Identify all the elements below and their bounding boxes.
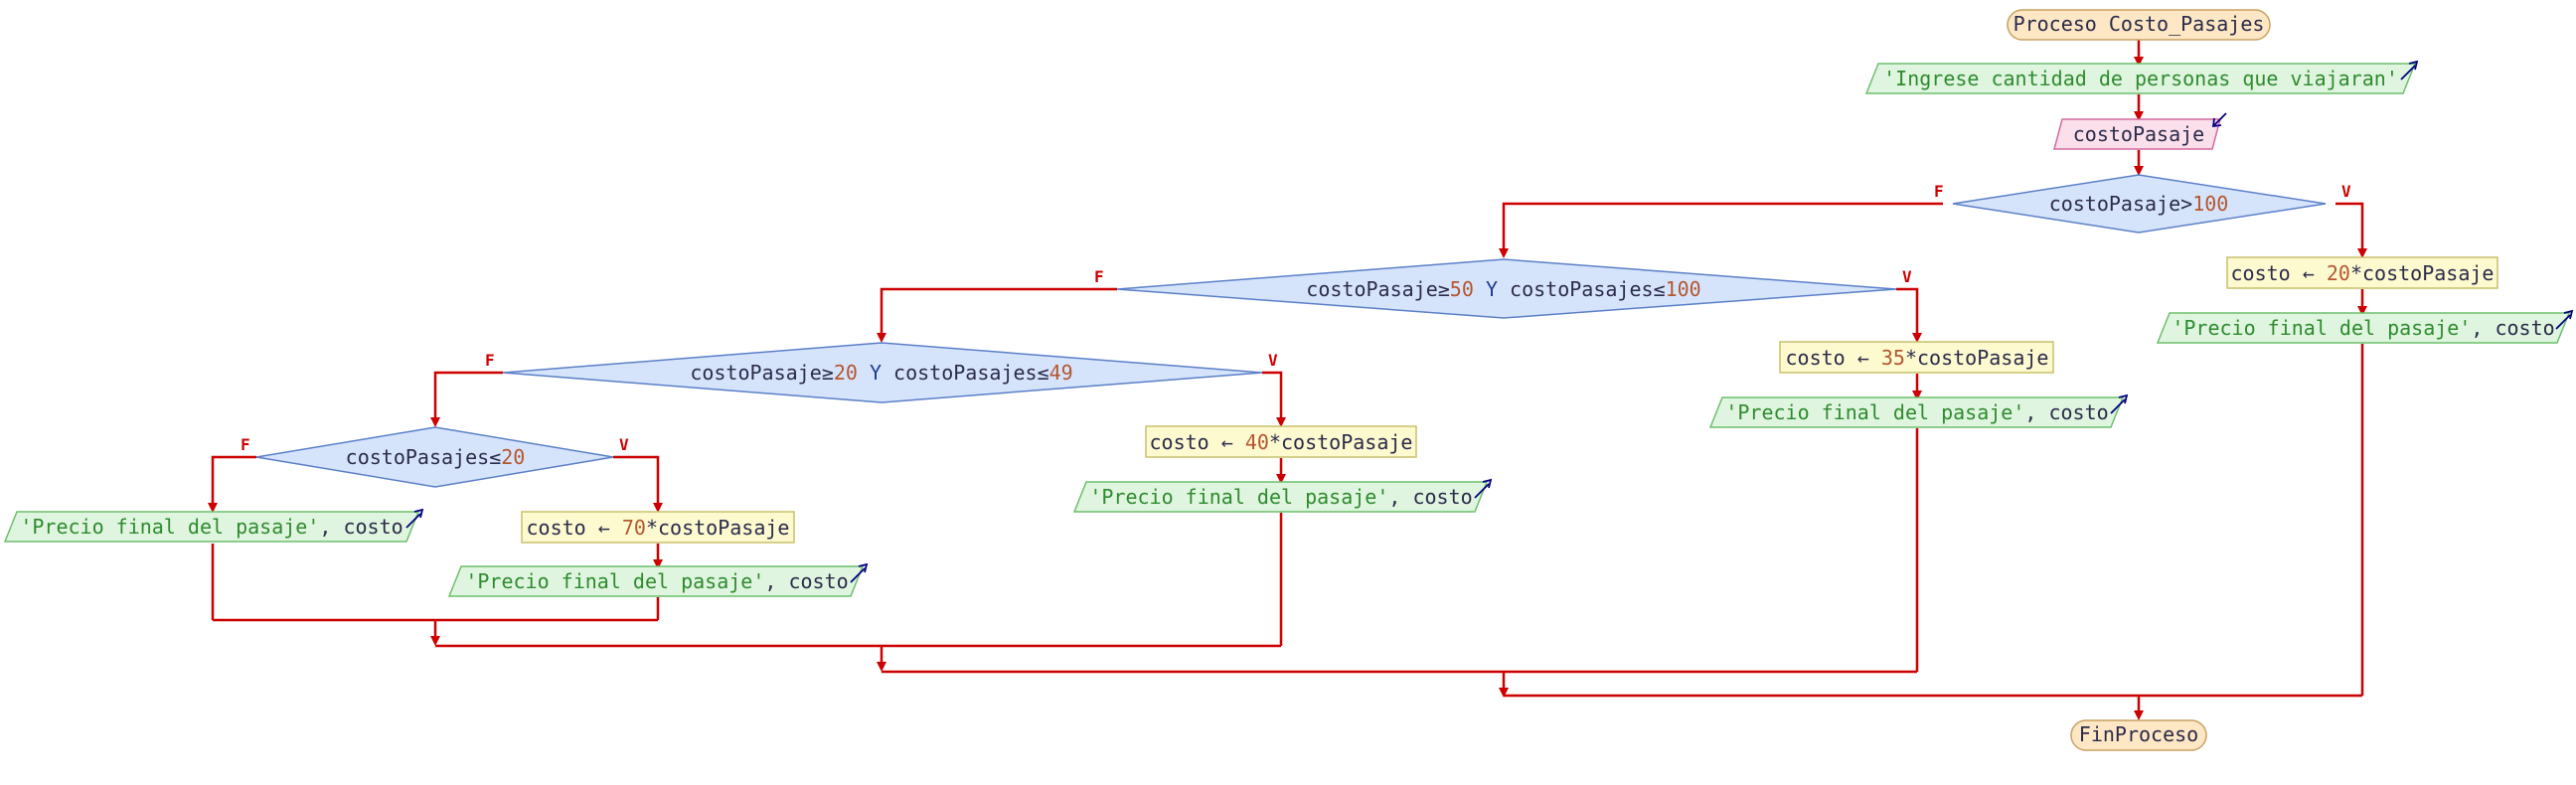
- start-terminal-shape: [2007, 9, 2271, 41]
- prompt-output-label: 'Ingrese cantidad de personas que viajar…: [1883, 67, 2398, 90]
- assign3: costo ← 40*costoPasaje: [1145, 425, 1417, 458]
- output-arrow-icon: [1474, 483, 1490, 499]
- decision2-true-label: V: [1902, 267, 1912, 286]
- output-arrow-head-icon: [2563, 309, 2574, 320]
- flow-lines: [208, 40, 2367, 720]
- flow-decision2-false: [877, 287, 1117, 343]
- decision1-shape: [1952, 174, 2327, 234]
- prompt-output-shape: [1864, 63, 2417, 94]
- output1-label: 'Precio final del pasaje', costo: [2172, 316, 2554, 340]
- assign4-shape: [521, 511, 795, 544]
- output2-shape: [1708, 396, 2125, 428]
- assign4: costo ← 70*costoPasaje: [521, 511, 795, 544]
- output2-label: 'Precio final del pasaje', costo: [1725, 400, 2108, 424]
- output-arrow-icon: [2400, 65, 2416, 80]
- flow-decision4-true: [613, 455, 663, 513]
- assign1-label: costo ← 20*costoPasaje: [2231, 261, 2495, 285]
- input-arrow-icon: [2213, 112, 2227, 126]
- flow-decision1-true: [2335, 202, 2367, 258]
- end-terminal-label: FinProceso: [2079, 722, 2198, 746]
- flow-decision4-false: [208, 455, 256, 513]
- end-terminal-shape: [2070, 719, 2207, 751]
- decision1-label: costoPasaje>100: [2049, 192, 2229, 216]
- output1: 'Precio final del pasaje', costo: [2156, 309, 2574, 344]
- output4-shape: [447, 565, 865, 597]
- output4-label: 'Precio final del pasaje', costo: [465, 569, 848, 593]
- assign2-label: costo ← 35*costoPasaje: [1786, 346, 2049, 370]
- decision1-true-label: V: [2341, 182, 2351, 201]
- flow-decision3-false: [430, 371, 503, 427]
- end-terminal: FinProceso: [2070, 719, 2207, 751]
- decision3-true-label: V: [1268, 351, 1278, 370]
- output5-shape: [3, 511, 420, 543]
- decision2: costoPasaje≥50 Y costoPasajes≤100 V F: [1094, 258, 1912, 319]
- output-arrow-icon: [2110, 398, 2126, 414]
- start-terminal-label: Proceso Costo_Pasajes: [2013, 12, 2265, 36]
- output-arrow-head-icon: [413, 508, 424, 519]
- decision3-false-label: F: [485, 351, 495, 370]
- decision4-label: costoPasajes≤20: [346, 445, 526, 469]
- assign1-shape: [2226, 256, 2498, 289]
- assign3-shape: [1145, 425, 1417, 458]
- assign3-label: costo ← 40*costoPasaje: [1150, 430, 1413, 454]
- decision2-shape: [1116, 258, 1897, 319]
- flow-decision3-true: [1262, 371, 1286, 427]
- input-arrow-head-icon: [2211, 117, 2222, 128]
- output3-label: 'Precio final del pasaje', costo: [1089, 485, 1472, 509]
- assign2-shape: [1779, 341, 2054, 374]
- output4: 'Precio final del pasaje', costo: [447, 562, 869, 597]
- decision3-shape: [502, 342, 1263, 403]
- output2: 'Precio final del pasaje', costo: [1708, 393, 2129, 428]
- assign1: costo ← 20*costoPasaje: [2226, 256, 2498, 289]
- output-arrow-icon: [850, 567, 866, 583]
- decision3: costoPasaje≥20 Y costoPasajes≤49 V F: [485, 342, 1278, 403]
- output3-shape: [1072, 481, 1489, 513]
- input-read-shape: [2053, 118, 2221, 150]
- prompt-output: 'Ingrese cantidad de personas que viajar…: [1864, 60, 2419, 94]
- decision2-label: costoPasaje≥50 Y costoPasajes≤100: [1306, 277, 1700, 301]
- output5: 'Precio final del pasaje', costo: [3, 508, 424, 543]
- start-terminal: Proceso Costo_Pasajes: [2007, 9, 2271, 41]
- decision3-label: costoPasaje≥20 Y costoPasajes≤49: [690, 361, 1072, 385]
- output-arrow-head-icon: [858, 562, 869, 573]
- decision4-false-label: F: [241, 435, 250, 454]
- output-arrow-head-icon: [2118, 393, 2129, 404]
- input-read-label: costoPasaje: [2073, 122, 2204, 146]
- decision4-shape: [255, 426, 614, 488]
- output5-label: 'Precio final del pasaje', costo: [20, 515, 402, 539]
- output1-shape: [2156, 312, 2571, 344]
- output-arrow-icon: [2555, 314, 2571, 330]
- output-arrow-head-icon: [2408, 60, 2419, 71]
- output3: 'Precio final del pasaje', costo: [1072, 478, 1493, 513]
- decision2-false-label: F: [1094, 267, 1104, 286]
- decision4-true-label: V: [619, 435, 629, 454]
- flow-decision2-true: [1896, 287, 1922, 343]
- input-read: costoPasaje: [2053, 112, 2227, 150]
- assign2: costo ← 35*costoPasaje: [1779, 341, 2054, 374]
- output-arrow-head-icon: [1482, 478, 1493, 489]
- decision1: costoPasaje>100 V F: [1934, 174, 2351, 234]
- decision1-false-label: F: [1934, 182, 1944, 201]
- assign4-label: costo ← 70*costoPasaje: [527, 516, 790, 540]
- output-arrow-icon: [405, 513, 421, 529]
- decision4: costoPasajes≤20 V F: [241, 426, 629, 488]
- flow-decision1-false: [1499, 202, 1943, 258]
